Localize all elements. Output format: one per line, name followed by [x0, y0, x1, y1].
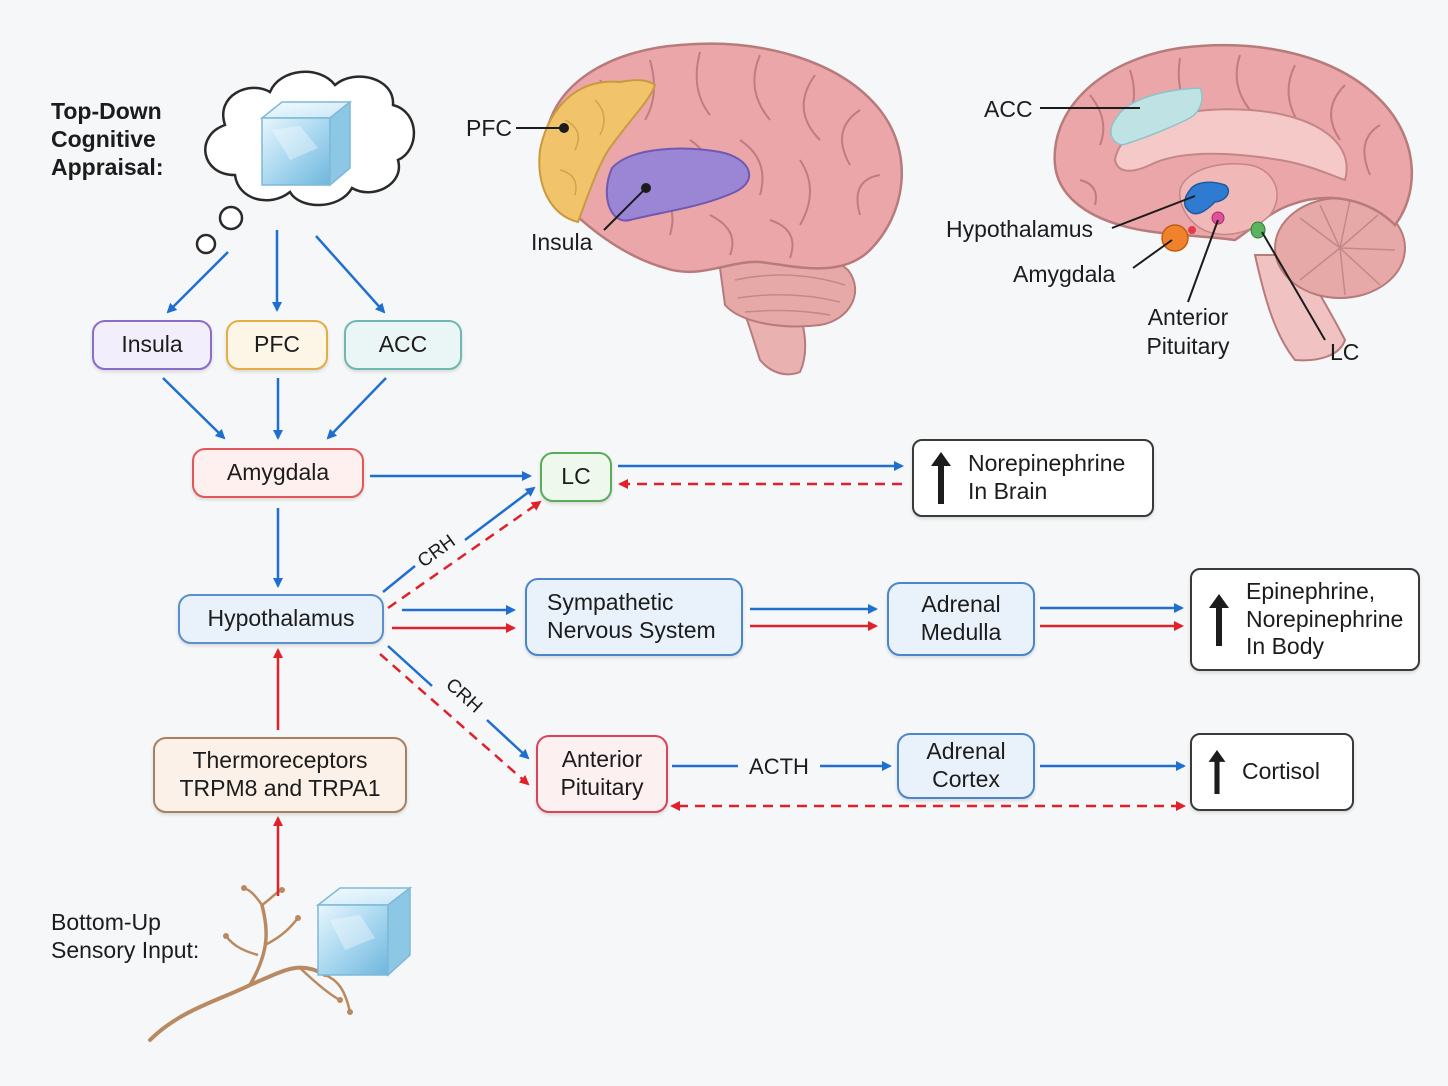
sagittal-brain-illustration — [1040, 44, 1413, 362]
brain-label-pituitary: Pituitary — [1146, 333, 1230, 359]
hypothalamus-node[interactable]: Hypothalamus — [178, 594, 384, 644]
brain-label-acc: ACC — [984, 96, 1033, 122]
adrenal-cortex-node[interactable]: Adrenal Cortex — [897, 733, 1035, 799]
adrenal-cortex-node-line: Cortex — [932, 766, 1000, 792]
adrenal-medulla-node-line: Adrenal — [921, 591, 1001, 618]
arrow-up-icon — [931, 452, 951, 504]
thermoreceptors-node-line: TRPM8 and TRPA1 — [179, 775, 381, 801]
arrow-cloud-to-acc — [315, 235, 386, 314]
insula-node[interactable]: Insula — [92, 320, 212, 370]
label-acth: ACTH — [749, 754, 809, 779]
acc-node[interactable]: ACC — [344, 320, 462, 370]
arrow-hypothalamus-to-pituitary-b — [486, 719, 530, 760]
output-line: Norepinephrine — [1246, 605, 1404, 632]
nerve-fiber-icon — [148, 885, 353, 1042]
top-down-label-line: Cognitive — [51, 126, 156, 153]
output-line: Epinephrine, — [1246, 578, 1376, 605]
brain-label-hypothalamus: Hypothalamus — [946, 216, 1093, 242]
ice-cube-icon — [315, 886, 413, 977]
adrenal-medulla-node-line: Medulla — [920, 619, 1002, 645]
pfc-node[interactable]: PFC — [226, 320, 328, 370]
arrow-hypothalamus-to-pituitary-a — [387, 645, 433, 687]
output-line: In Body — [1246, 633, 1324, 660]
lc-node[interactable]: LC — [540, 452, 612, 502]
arrows — [162, 230, 1186, 896]
lc-node-label: LC — [561, 463, 591, 490]
ice-cube-icon — [259, 100, 353, 187]
brain-label-lc: LC — [1330, 339, 1359, 365]
output-epinephrine-body[interactable]: Epinephrine, Norepinephrine In Body — [1190, 568, 1420, 671]
top-down-label-line: Appraisal: — [51, 154, 164, 181]
sympathetic-node-line: Sympathetic — [547, 589, 674, 616]
bottom-up-label: Bottom-Up Sensory Input: — [51, 908, 199, 964]
thermoreceptors-node-line: Thermoreceptors — [192, 747, 368, 774]
amygdala-node[interactable]: Amygdala — [192, 448, 364, 498]
pfc-node-label: PFC — [254, 331, 300, 358]
anterior-pituitary-node[interactable]: Anterior Pituitary — [536, 735, 668, 813]
hypothalamus-node-label: Hypothalamus — [207, 605, 355, 632]
insula-node-label: Insula — [121, 331, 183, 358]
arrow-up-icon — [1208, 750, 1226, 794]
arrow-up-icon — [1209, 593, 1229, 646]
top-down-label-line: Top-Down — [51, 98, 162, 124]
arrow-insula-to-amygdala — [162, 377, 226, 440]
bottom-up-label-line: Sensory Input: — [51, 937, 200, 964]
arrow-hypothalamus-to-lc-upper-b — [464, 486, 536, 541]
arrow-hypothalamus-to-lc-dashed — [387, 500, 542, 610]
brain-label-insula: Insula — [531, 229, 593, 255]
amygdala-node-label: Amygdala — [226, 459, 330, 486]
output-cortisol[interactable]: Cortisol — [1190, 733, 1354, 811]
top-down-label: Top-Down Cognitive Appraisal: — [51, 97, 163, 181]
arrow-cloud-to-insula — [166, 251, 229, 314]
arrow-acc-to-amygdala — [326, 377, 387, 440]
output-norepinephrine-brain[interactable]: Norepinephrine In Brain — [912, 439, 1154, 517]
bottom-up-label-line: Bottom-Up — [51, 909, 161, 935]
arrow-hypothalamus-to-lc-upper-a — [382, 565, 416, 593]
adrenal-cortex-node-line: Adrenal — [926, 738, 1006, 765]
adrenal-medulla-node[interactable]: Adrenal Medulla — [887, 582, 1035, 656]
sympathetic-node[interactable]: Sympathetic Nervous System — [525, 578, 743, 656]
brain-label-pfc: PFC — [466, 115, 512, 141]
output-line: In Brain — [968, 478, 1048, 504]
lateral-brain-illustration — [516, 42, 903, 376]
output-line: Cortisol — [1242, 758, 1320, 785]
brain-label-amygdala: Amygdala — [1013, 261, 1115, 287]
output-line: Norepinephrine — [968, 450, 1126, 477]
anterior-pituitary-node-line: Pituitary — [560, 774, 644, 800]
label-crh-upper: CRH — [414, 531, 460, 572]
brain-label-anterior: Anterior — [1148, 304, 1229, 330]
acc-node-label: ACC — [378, 331, 428, 358]
sympathetic-node-line: Nervous System — [547, 617, 716, 643]
anterior-pituitary-node-line: Anterior — [561, 746, 643, 773]
label-crh-lower: CRH — [441, 674, 486, 717]
thermoreceptors-node[interactable]: Thermoreceptors TRPM8 and TRPA1 — [153, 737, 407, 813]
